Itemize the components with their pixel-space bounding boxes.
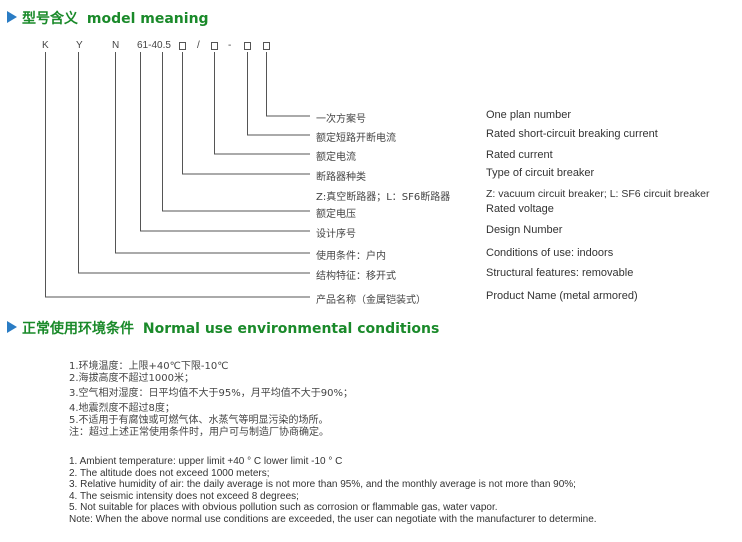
label-en-structure: Structural features: removable (486, 267, 634, 279)
condition-en-4: 4. The seismic intensity does not exceed… (69, 490, 299, 502)
connector-conditions (115, 52, 310, 254)
section2-title-cn: 正常使用环境条件 (22, 321, 134, 337)
connector-structure (78, 52, 310, 274)
condition-cn-5: 5.不适用于有腐蚀或可燃气体、水蒸气等明显污染的场所。 (69, 414, 329, 426)
conditions-cn-list: 1.环境温度：上限+40℃下限-10℃ 2.海拔高度不超过1000米； 3.空气… (69, 361, 353, 439)
code-slash: / (197, 40, 200, 51)
label-en-breaker-options: Z: vacuum circuit breaker; L: SF6 circui… (486, 188, 710, 200)
section1-title: 型号含义 model meaning (22, 8, 209, 28)
label-cn-plan-number: 一次方案号 (316, 114, 366, 125)
condition-cn-2: 2.海拔高度不超过1000米； (69, 373, 194, 385)
label-en-rated-current: Rated current (486, 149, 553, 161)
label-cn-structure: 结构特征：移开式 (316, 271, 396, 282)
connector-product-name (45, 52, 310, 298)
code-k: K (42, 40, 49, 51)
conditions-en-list: 1. Ambient temperature: upper limit +40 … (69, 456, 597, 526)
section-arrow-icon (7, 321, 17, 333)
connector-design-number (140, 52, 310, 232)
condition-en-1: 1. Ambient temperature: upper limit +40 … (69, 456, 343, 467)
condition-cn-1: 1.环境温度：上限+40℃下限-10℃ (69, 361, 229, 372)
label-cn-breaking-current: 额定短路开断电流 (316, 133, 396, 144)
label-en-breaking-current: Rated short-circuit breaking current (486, 128, 658, 140)
condition-cn-3: 3.空气相对湿度：日平均值不大于95%，月平均值不大于90%； (69, 388, 353, 400)
label-en-breaker-type: Type of circuit breaker (486, 167, 595, 179)
condition-en-2: 2. The altitude does not exceed 1000 met… (69, 467, 270, 479)
connector-plan-number (266, 52, 310, 117)
code-box-circuit-breaker-type (179, 42, 186, 50)
label-cn-design-number: 设计序号 (316, 229, 356, 240)
code-number: 61-40.5 (137, 40, 171, 51)
section1-title-en: model meaning (86, 11, 209, 27)
code-y: Y (76, 40, 83, 51)
condition-en-note: Note: When the above normal use conditio… (69, 513, 597, 525)
section1-title-cn: 型号含义 (22, 11, 78, 27)
code-box-rated-current (211, 42, 218, 50)
code-n: N (112, 40, 120, 51)
code-box-breaking-current (244, 42, 251, 50)
label-cn-rated-current: 额定电流 (316, 152, 356, 163)
label-en-conditions-of-use: Conditions of use: indoors (486, 247, 614, 259)
condition-en-3: 3. Relative humidity of air: the daily a… (69, 479, 576, 491)
label-en-plan-number: One plan number (486, 109, 571, 121)
section2-title: 正常使用环境条件 Normal use environmental condit… (22, 318, 439, 338)
condition-en-5: 5. Not suitable for places with obvious … (69, 502, 498, 514)
condition-cn-note: 注：超过上述正常使用条件时，用户可与制造厂协商确定。 (69, 427, 329, 439)
connector-rated-voltage (162, 52, 310, 212)
condition-cn-4: 4.地震烈度不超过8度； (69, 402, 175, 414)
label-en-product-name: Product Name (metal armored) (486, 290, 638, 302)
section-arrow-icon (7, 11, 17, 23)
connector-breaking-current (247, 52, 310, 136)
label-cn-breaker-type: 断路器种类 (316, 172, 366, 183)
label-cn-conditions-of-use: 使用条件：户内 (316, 251, 386, 262)
connector-breaker-type (182, 52, 310, 175)
connector-rated-current (214, 52, 310, 155)
code-box-plan-number (263, 42, 270, 50)
label-en-rated-voltage: Rated voltage (486, 203, 554, 215)
label-cn-product-name: 产品名称（金属铠装式） (316, 295, 426, 306)
label-cn-rated-voltage: 额定电压 (316, 209, 356, 220)
label-en-design-number: Design Number (486, 224, 563, 236)
label-cn-breaker-options: Z:真空断路器；L：SF6断路器 (316, 192, 451, 203)
code-dash: - (228, 40, 232, 51)
section2-title-en: Normal use environmental conditions (142, 321, 440, 337)
